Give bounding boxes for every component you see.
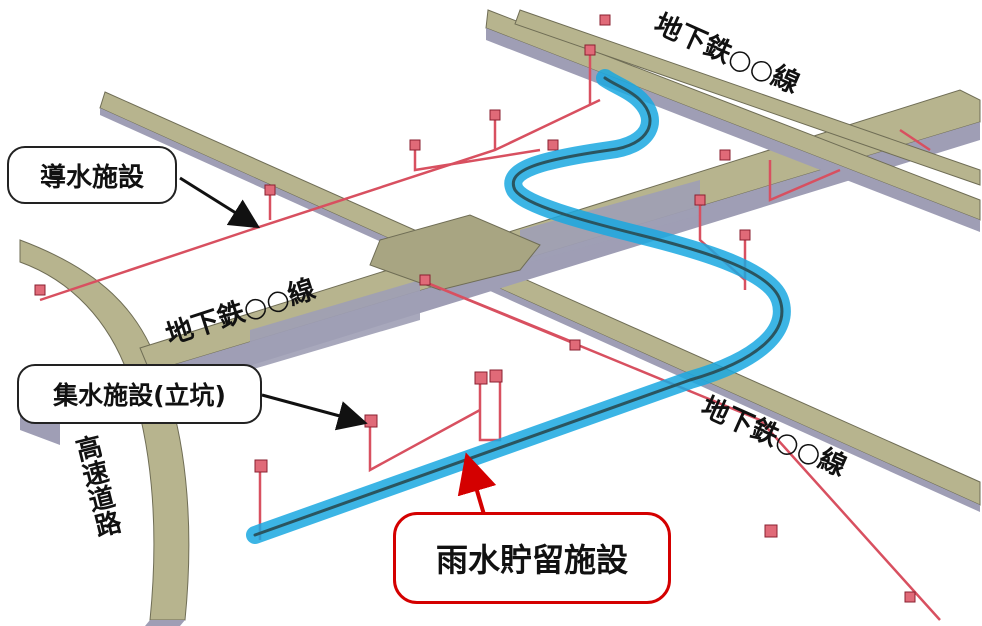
storage-tunnel [246, 69, 791, 544]
storage-facility-label: 雨水貯留施設 [435, 541, 628, 579]
intake-facility-label: 導水施設 [39, 162, 144, 193]
storage-facility-callout: 雨水貯留施設 [393, 512, 671, 604]
subway-line-diagonal [99, 91, 981, 512]
crossing-hub [369, 214, 541, 291]
collection-pointer-arrow [261, 393, 368, 431]
collection-facility-callout: 集水施設(立坑) [17, 364, 262, 424]
intake-pipes [39, 50, 941, 621]
intake-pointer-arrow [179, 176, 261, 229]
intake-facility-callout: 導水施設 [7, 146, 177, 204]
collection-facility-label: 集水施設(立坑) [53, 381, 226, 410]
